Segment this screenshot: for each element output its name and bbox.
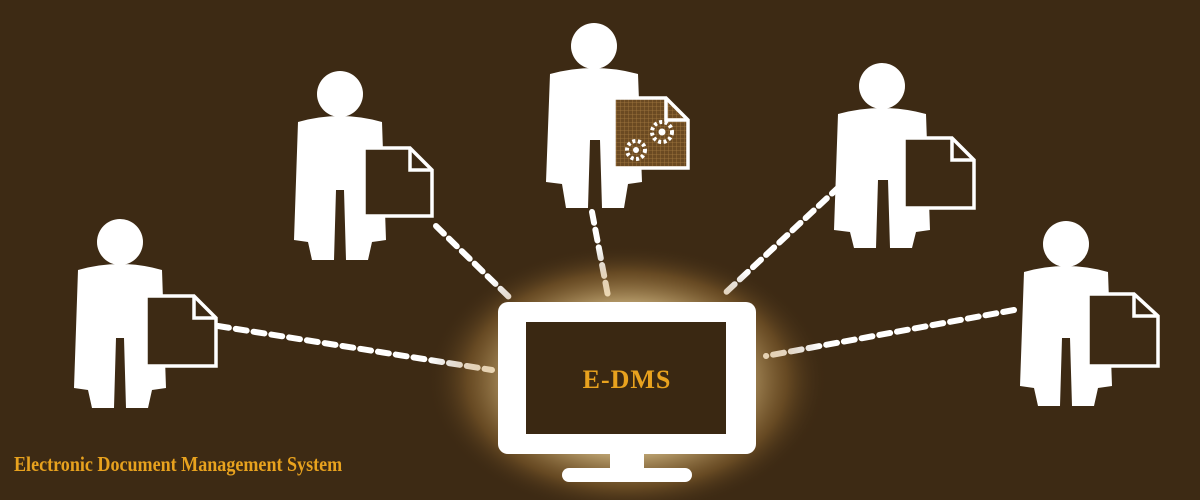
document-icon — [362, 146, 434, 218]
user-head — [859, 63, 905, 109]
monitor: E-DMS — [427, 245, 827, 500]
document-icon — [144, 294, 218, 368]
user-figure-4 — [834, 63, 976, 248]
document-icon — [1086, 292, 1160, 368]
user-head — [1043, 221, 1089, 267]
user-figure-5 — [1020, 221, 1160, 406]
user-head — [317, 71, 363, 117]
user-figure-2 — [294, 71, 434, 260]
gear-icon — [650, 120, 674, 144]
monitor-stand — [562, 468, 692, 482]
gears-document-icon — [612, 96, 690, 170]
diagram-caption: Electronic Document Management System — [14, 452, 343, 476]
user-body — [74, 264, 166, 408]
monitor-neck — [610, 454, 644, 470]
user-head — [571, 23, 617, 69]
monitor-screen — [526, 322, 726, 434]
user-head — [97, 219, 143, 265]
document-icon — [902, 136, 976, 210]
user-figure-3 — [546, 23, 690, 208]
user-figure-1 — [74, 219, 218, 408]
gear-icon — [625, 139, 647, 161]
screen-label: E-DMS — [583, 365, 672, 394]
